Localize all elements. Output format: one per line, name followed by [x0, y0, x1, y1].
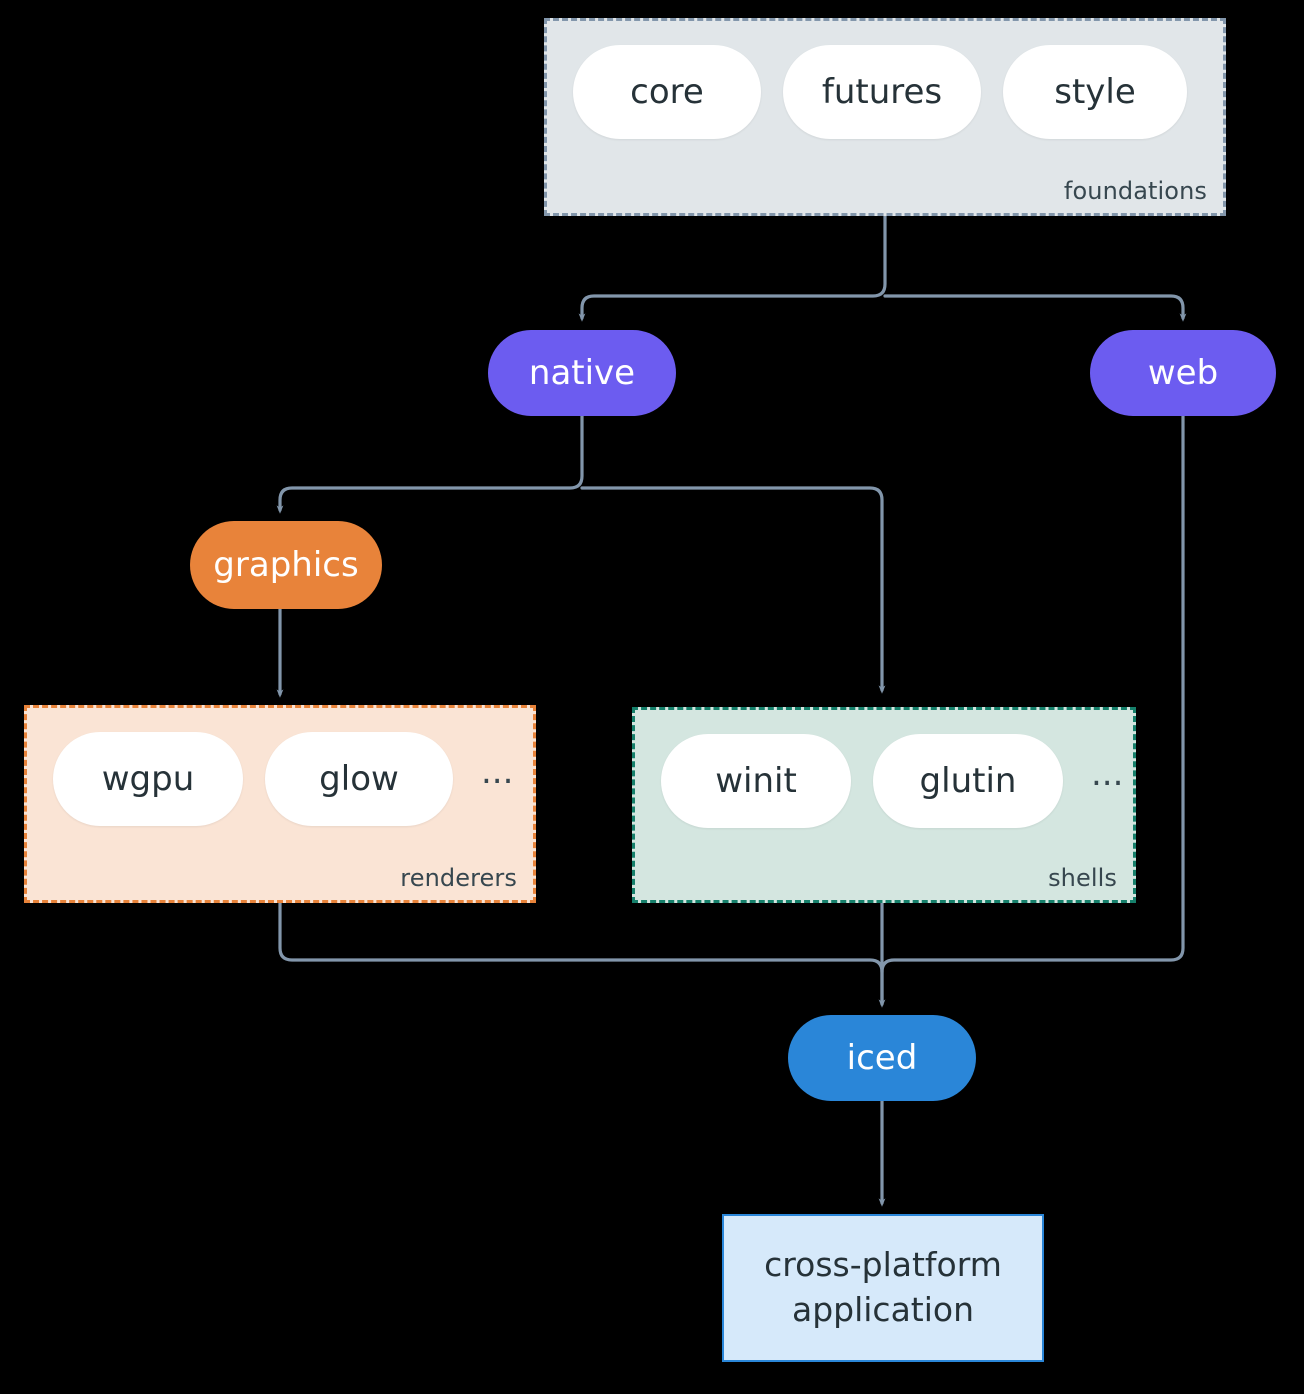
pill-glow[interactable]: glow [265, 732, 453, 826]
edge-native-to-shells [580, 486, 886, 694]
pill-style[interactable]: style [1003, 45, 1187, 139]
renderers-pill-row: wgpu glow ... [53, 732, 513, 826]
node-iced[interactable]: iced [788, 1015, 976, 1101]
group-renderers: wgpu glow ... renderers [24, 705, 536, 903]
shells-pill-row: winit glutin ... [661, 734, 1123, 828]
pill-wgpu[interactable]: wgpu [53, 732, 243, 826]
edge-foundations-split [578, 214, 887, 322]
pill-futures[interactable]: futures [783, 45, 981, 139]
node-cross-platform-application[interactable]: cross-platform application [722, 1214, 1044, 1362]
edge-foundations-to-web [883, 294, 1187, 322]
node-web[interactable]: web [1090, 330, 1276, 416]
group-label-foundations: foundations [1063, 177, 1207, 205]
renderers-ellipsis: ... [481, 752, 514, 792]
foundations-pill-row: core futures style [573, 45, 1187, 139]
edge-renderers-to-iced [278, 901, 886, 1008]
group-shells: winit glutin ... shells [632, 707, 1136, 903]
application-line-1: cross-platform [764, 1245, 1002, 1285]
edge-native-to-graphics [276, 414, 584, 514]
node-native[interactable]: native [488, 330, 676, 416]
node-graphics[interactable]: graphics [190, 521, 382, 609]
group-label-shells: shells [1048, 864, 1117, 892]
shells-ellipsis: ... [1091, 754, 1124, 794]
pill-glutin[interactable]: glutin [873, 734, 1063, 828]
pill-core[interactable]: core [573, 45, 761, 139]
group-foundations: core futures style foundations [544, 18, 1226, 216]
pill-winit[interactable]: winit [661, 734, 851, 828]
application-line-2: application [791, 1290, 975, 1329]
group-label-renderers: renderers [400, 864, 517, 892]
